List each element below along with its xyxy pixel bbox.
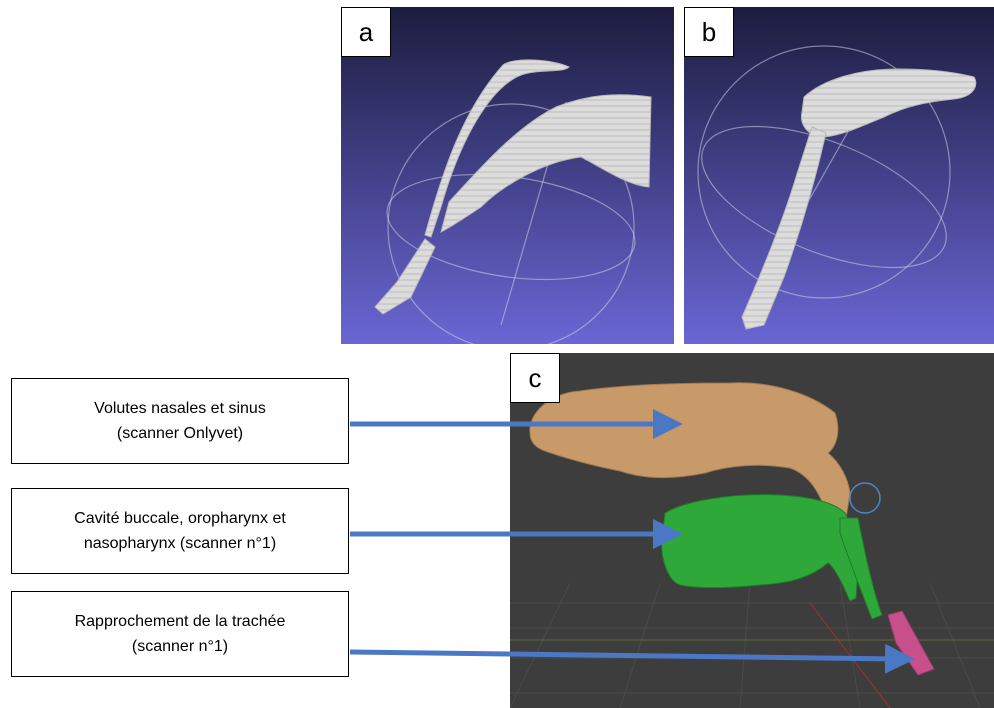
- callout-nasal: Volutes nasales et sinus (scanner Onlyve…: [11, 378, 349, 464]
- panel-c-label: c: [510, 353, 560, 403]
- panel-a-label: a: [341, 7, 391, 57]
- callout-nasal-line1: Volutes nasales et sinus: [94, 396, 266, 421]
- callout-trachea: Rapprochement de la trachée (scanner n°1…: [11, 591, 349, 677]
- panel-b-label: b: [684, 7, 734, 57]
- panel-c: c: [510, 353, 994, 708]
- panel-b-render: [684, 7, 994, 344]
- callout-oral-line1: Cavité buccale, oropharynx et: [74, 506, 286, 531]
- callout-trachea-line1: Rapprochement de la trachée: [75, 609, 286, 634]
- panel-a: a: [341, 7, 674, 344]
- panel-b: b: [684, 7, 994, 344]
- callout-nasal-line2: (scanner Onlyvet): [117, 421, 243, 446]
- panel-b-background: [684, 7, 994, 344]
- panel-a-render: [341, 7, 674, 344]
- callout-oral-line2: nasopharynx (scanner n°1): [84, 531, 276, 556]
- callout-oral: Cavité buccale, oropharynx et nasopharyn…: [11, 488, 349, 574]
- callout-trachea-line2: (scanner n°1): [132, 634, 228, 659]
- panel-c-render: [510, 353, 994, 708]
